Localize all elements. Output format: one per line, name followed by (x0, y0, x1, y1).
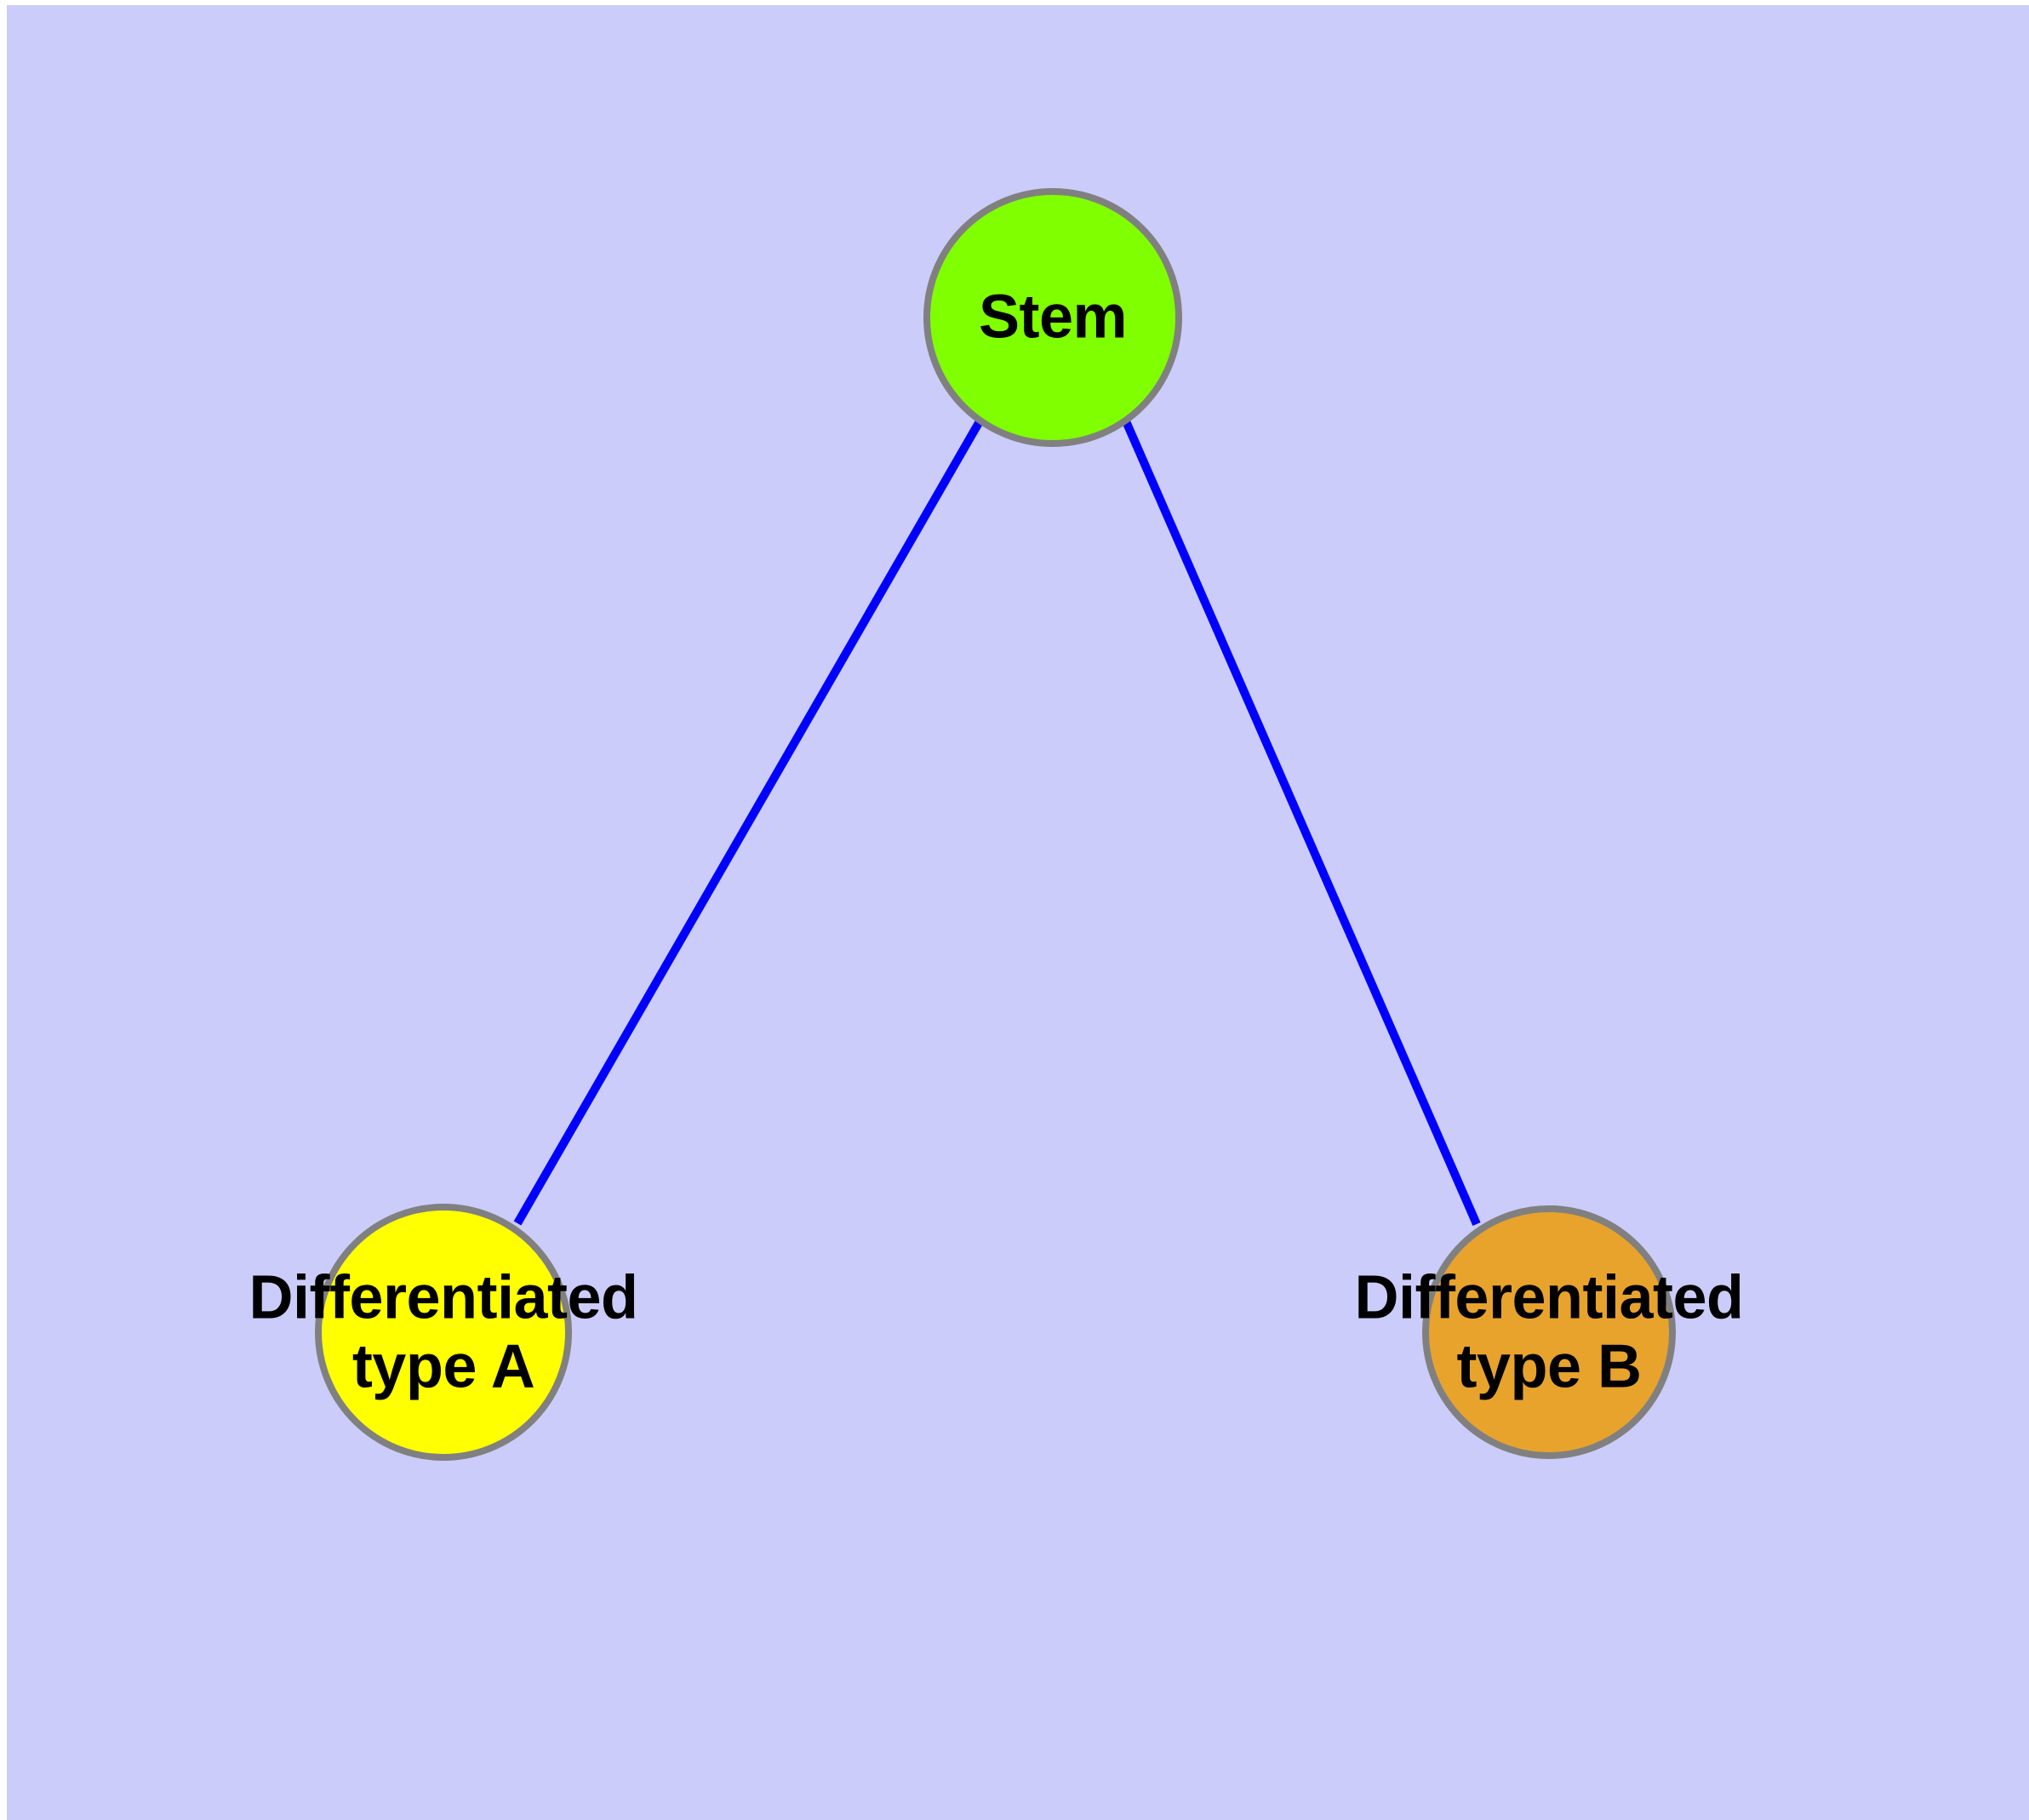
edges-layer (513, 419, 1481, 1227)
graph-edge-stem-to-diff-a[interactable] (513, 419, 984, 1226)
nodes-layer (315, 188, 1676, 1461)
graph-node-stem[interactable] (923, 188, 1182, 447)
graph-node-diff_a[interactable] (315, 1204, 572, 1461)
graph-edge-stem-to-diff-b[interactable] (1122, 419, 1481, 1227)
graph-node-diff_b[interactable] (1422, 1205, 1676, 1459)
